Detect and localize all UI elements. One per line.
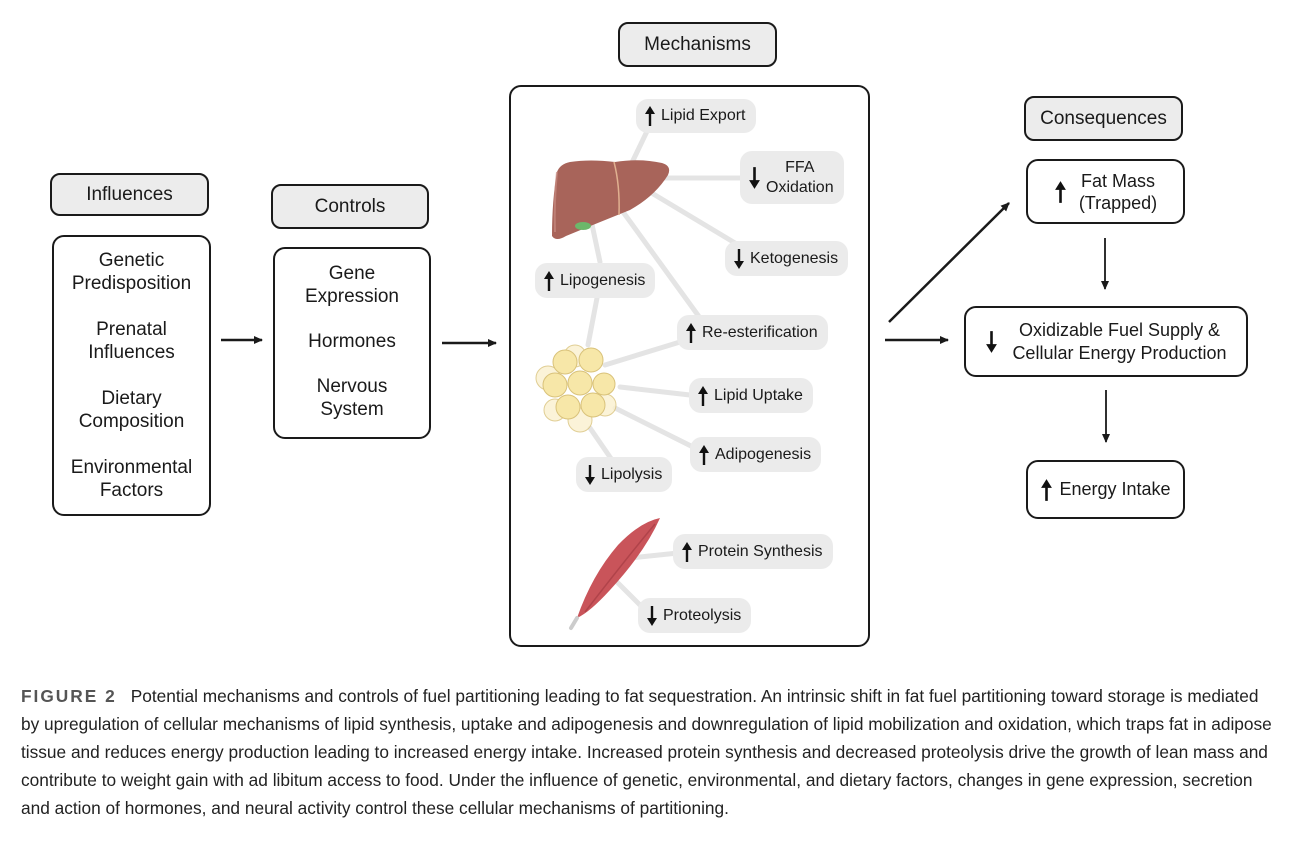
arrow-up-icon	[682, 541, 692, 562]
arrow-up-icon	[1054, 180, 1066, 203]
arrow-down-icon	[734, 248, 744, 269]
mechanisms-box	[509, 85, 870, 647]
arrow-down-icon	[749, 166, 760, 189]
mechanisms-header: Mechanisms	[618, 22, 777, 67]
flow-arrows	[221, 202, 1010, 347]
influences-header: Influences	[50, 173, 209, 216]
consequences-header: Consequences	[1024, 96, 1183, 141]
energy-intake-box: Energy Intake	[1026, 460, 1185, 519]
arrow-mechanisms-to-fat-mass	[888, 202, 1010, 323]
control-hormones: Hormones	[308, 331, 396, 352]
adipose-cells-illustration	[535, 344, 617, 433]
mechanism-re-esterification: Re-esterification	[677, 315, 828, 350]
muscle-illustration	[569, 518, 660, 630]
mechanism-lipolysis: Lipolysis	[576, 457, 673, 492]
figure-label: FIGURE 2	[21, 686, 117, 706]
caption-text: Potential mechanisms and controls of fue…	[21, 686, 1272, 818]
arrow-up-icon	[686, 322, 696, 343]
mechanism-lipid-export: Lipid Export	[636, 99, 756, 133]
fat-mass-box: Fat Mass(Trapped)	[1026, 159, 1185, 224]
arrow-up-icon	[698, 385, 708, 406]
mechanism-protein-synthesis: Protein Synthesis	[673, 534, 833, 569]
arrow-down-icon	[647, 605, 657, 626]
arrow-up-icon	[544, 270, 554, 291]
mechanism-proteolysis: Proteolysis	[638, 598, 752, 633]
arrow-down-icon	[585, 464, 595, 485]
arrow-down-icon	[986, 330, 998, 353]
arrow-up-icon	[1041, 478, 1053, 501]
mechanism-lipid-uptake: Lipid Uptake	[689, 378, 813, 413]
liver-illustration	[552, 160, 670, 239]
fuel-supply-box: Oxidizable Fuel Supply &Cellular Energy …	[964, 306, 1248, 377]
mechanism-adipogenesis: Adipogenesis	[690, 437, 822, 472]
controls-header: Controls	[271, 184, 429, 229]
arrow-up-icon	[699, 444, 709, 465]
mechanism-ketogenesis: Ketogenesis	[725, 241, 849, 276]
arrow-up-icon	[645, 106, 655, 126]
mechanism-lipogenesis: Lipogenesis	[535, 263, 656, 298]
